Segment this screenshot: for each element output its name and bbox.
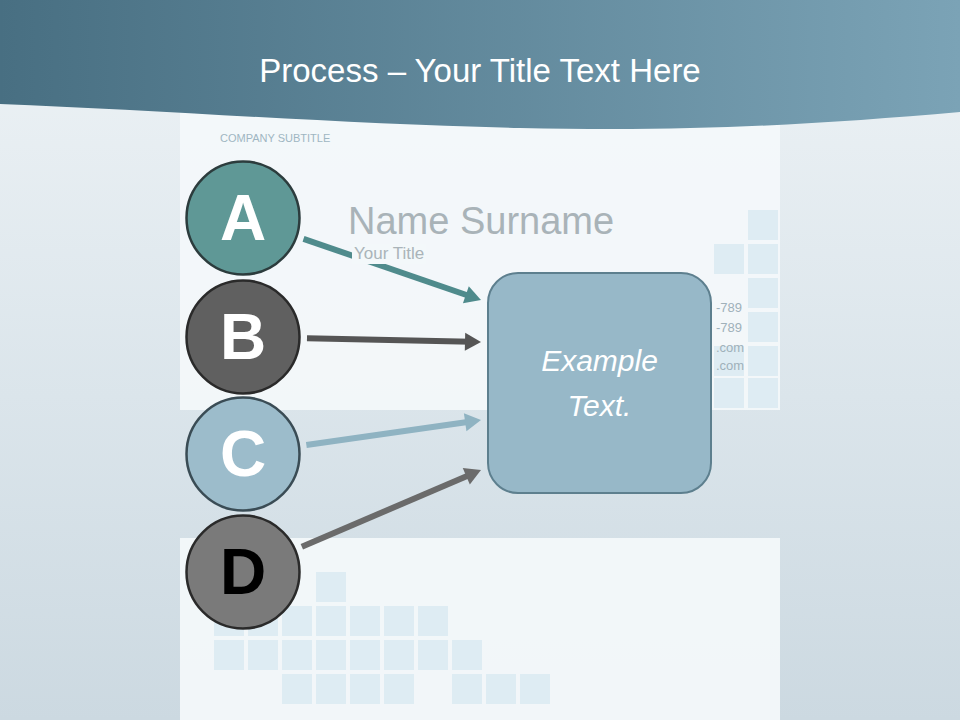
card-text: COMPANY SUBTITLE bbox=[220, 132, 330, 144]
card-text: -789 bbox=[716, 320, 742, 335]
step-circle: C bbox=[185, 396, 301, 512]
shape-outline bbox=[487, 272, 712, 494]
card-text: -789 bbox=[716, 300, 742, 315]
step-circle: D bbox=[185, 514, 301, 630]
flow-arrow bbox=[307, 338, 471, 341]
flow-arrow bbox=[302, 474, 472, 547]
slide-title: Process – Your Title Text Here bbox=[0, 52, 960, 90]
arrow-head bbox=[465, 333, 481, 351]
box-text: Example Text. bbox=[487, 338, 712, 428]
step-circle: B bbox=[185, 279, 301, 395]
card-text: .com bbox=[716, 340, 744, 355]
flow-arrow bbox=[306, 421, 471, 445]
step-letter: C bbox=[220, 422, 266, 486]
card-text: Your Title bbox=[352, 244, 426, 264]
process-box: Example Text. bbox=[487, 272, 712, 494]
card-text: .com bbox=[716, 358, 744, 373]
arrow-head bbox=[463, 286, 481, 303]
flow-arrow bbox=[304, 239, 472, 297]
step-letter: B bbox=[220, 305, 266, 369]
arrow-head bbox=[464, 413, 481, 431]
step-letter: D bbox=[220, 540, 266, 604]
step-letter: A bbox=[220, 186, 266, 250]
step-circle: A bbox=[185, 160, 301, 276]
card-text: Name Surname bbox=[348, 200, 614, 243]
arrow-head bbox=[463, 468, 481, 485]
